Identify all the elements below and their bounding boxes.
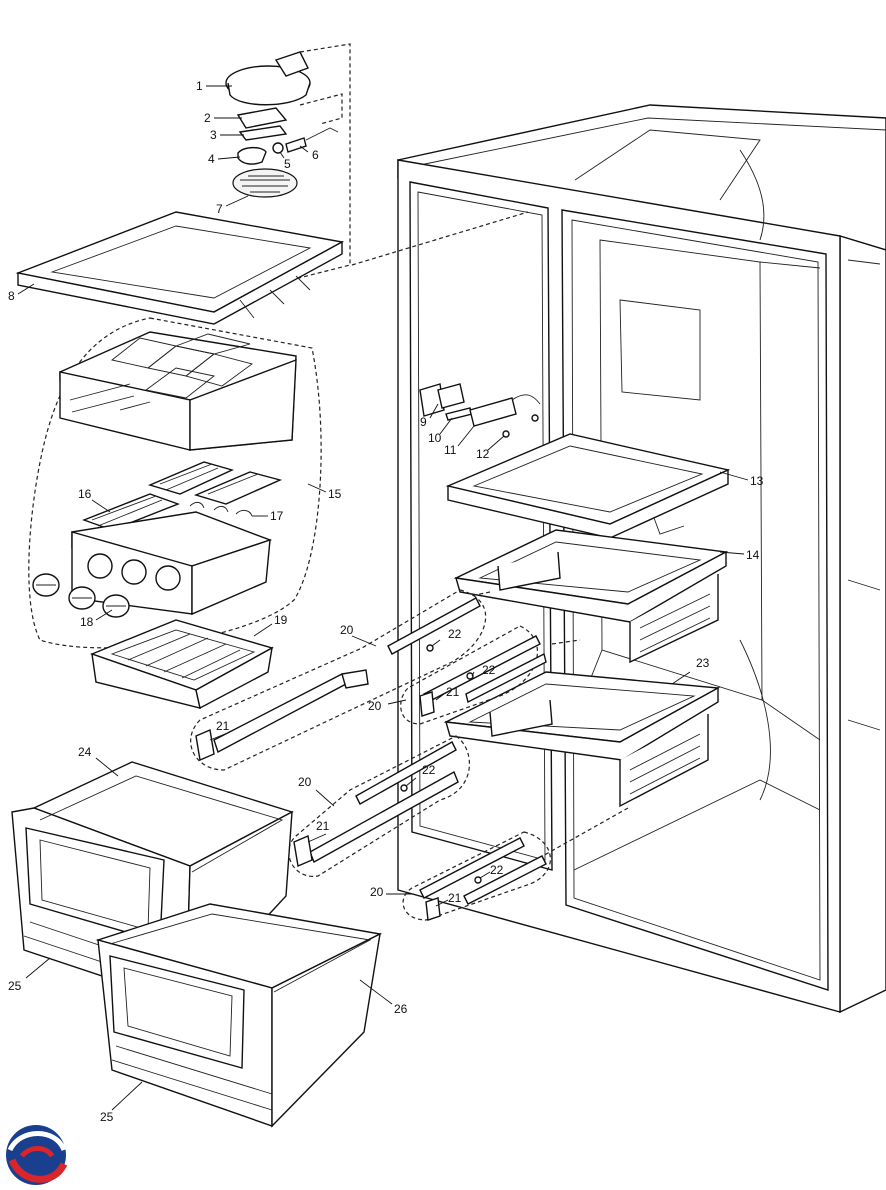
door-switch-assembly [419, 383, 541, 438]
label-10: 10 [428, 431, 442, 445]
label-13: 13 [750, 474, 764, 488]
slide-rails [190, 589, 551, 921]
label-2: 2 [204, 111, 211, 125]
label-6: 6 [312, 148, 319, 162]
label-22-d: 22 [490, 863, 504, 877]
label-21-d: 21 [448, 891, 462, 905]
label-3: 3 [210, 128, 217, 142]
label-21-b: 21 [446, 685, 460, 699]
label-20-c: 20 [298, 775, 312, 789]
label-16: 16 [78, 487, 92, 501]
label-18: 18 [80, 615, 94, 629]
label-21-c: 21 [316, 819, 330, 833]
label-9: 9 [420, 415, 427, 429]
ice-maker-group [28, 317, 322, 649]
freezer-shelves [443, 433, 731, 881]
label-21-a: 21 [216, 719, 230, 733]
label-20-a: 20 [340, 623, 354, 637]
light-assembly [225, 43, 529, 296]
label-25-a: 25 [8, 979, 22, 993]
crisper-drawers [11, 761, 383, 1128]
label-4: 4 [208, 152, 215, 166]
label-23: 23 [696, 656, 710, 670]
label-17: 17 [270, 509, 284, 523]
label-15: 15 [328, 487, 342, 501]
label-8: 8 [8, 289, 15, 303]
label-1: 1 [196, 79, 203, 93]
label-24: 24 [78, 745, 92, 759]
label-12: 12 [476, 447, 490, 461]
label-5: 5 [284, 157, 291, 171]
brand-logo [6, 1125, 68, 1185]
freezer-top-shelf [15, 211, 345, 325]
label-20-b: 20 [368, 699, 382, 713]
label-7: 7 [216, 202, 223, 216]
leader-lines [17, 85, 749, 1111]
label-22-c: 22 [422, 763, 436, 777]
label-20-d: 20 [370, 885, 384, 899]
label-19: 19 [274, 613, 288, 627]
freezer-basket [90, 619, 274, 710]
label-22-b: 22 [482, 663, 496, 677]
label-14: 14 [746, 548, 760, 562]
label-25-b: 25 [100, 1110, 114, 1124]
label-11: 11 [444, 443, 457, 457]
label-22-a: 22 [448, 627, 462, 641]
part-labels: 1 2 3 4 5 6 7 8 9 10 11 12 13 14 15 16 1… [8, 79, 764, 1124]
label-26: 26 [394, 1002, 408, 1016]
